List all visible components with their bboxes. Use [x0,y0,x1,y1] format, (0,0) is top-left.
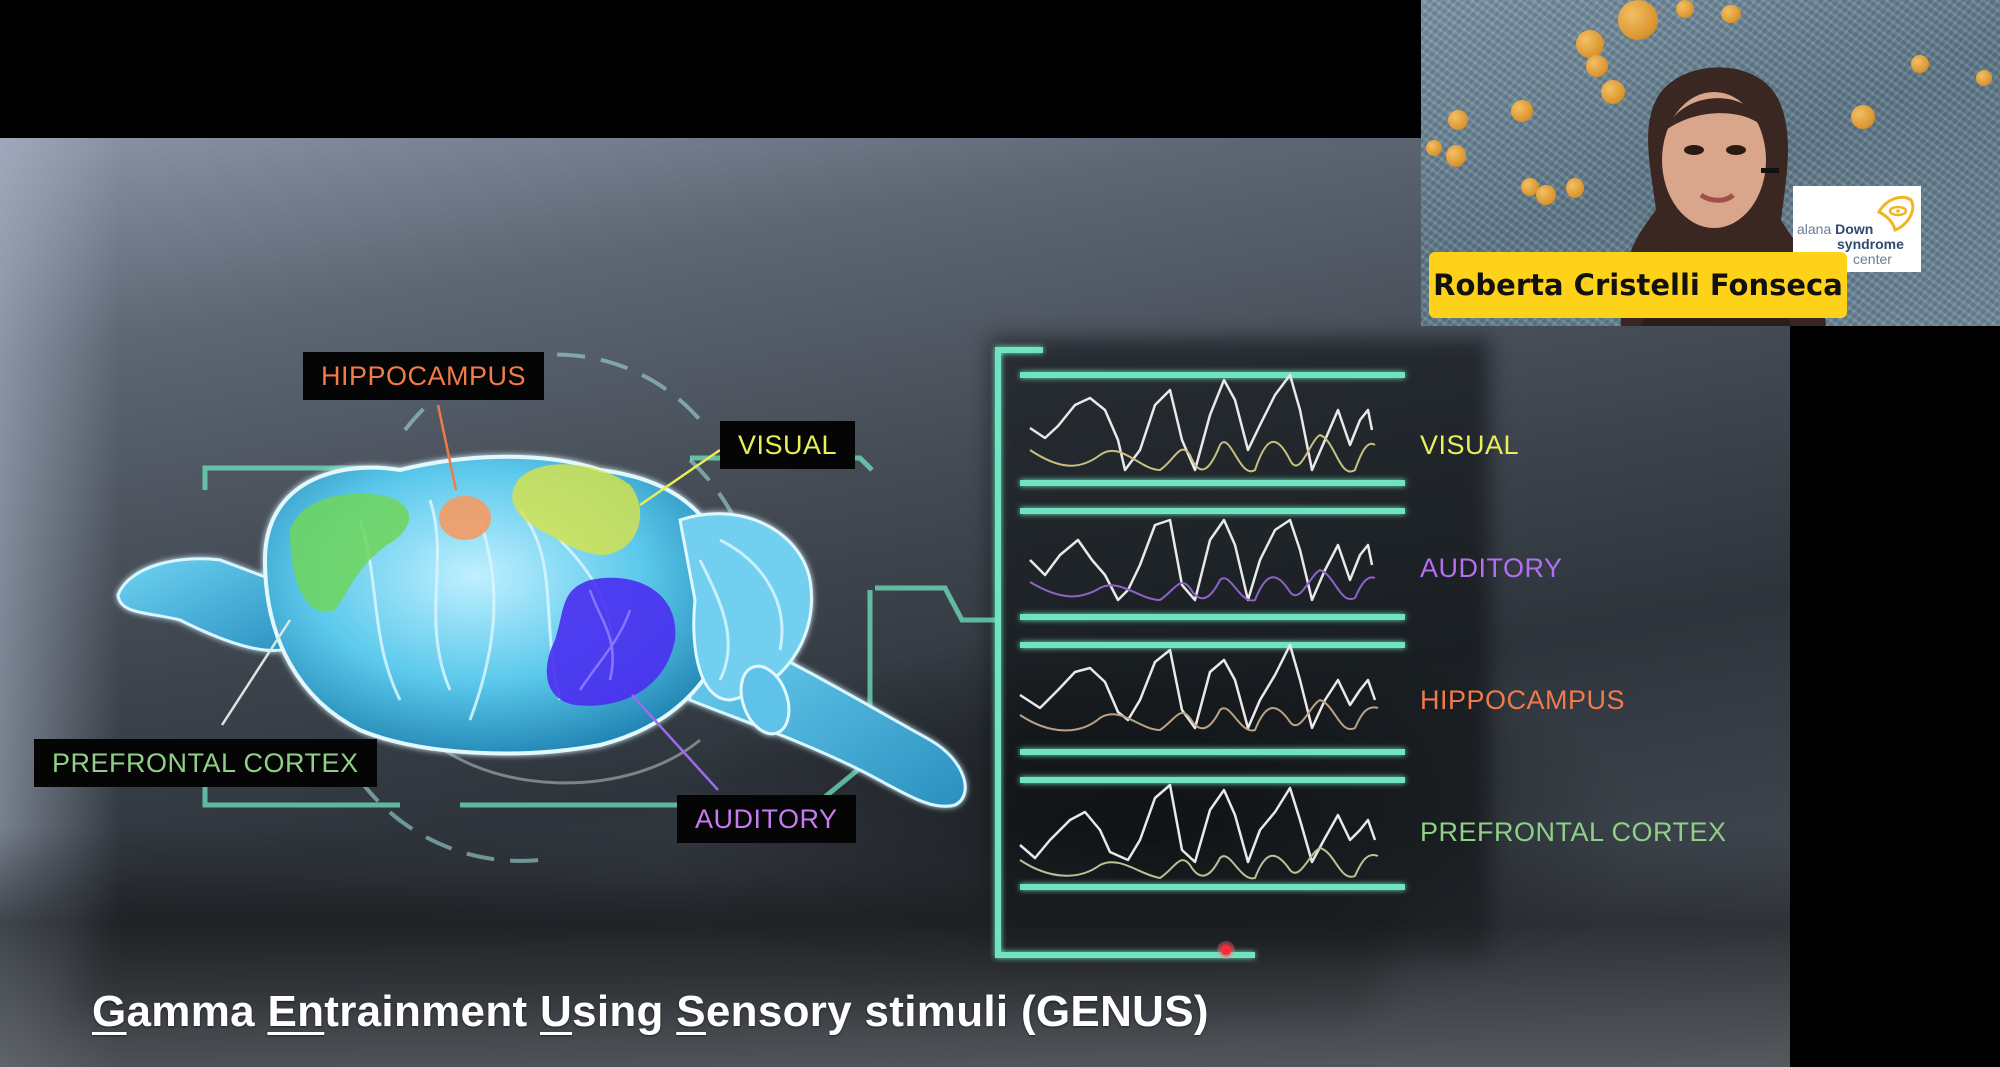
logo-alana: alana [1797,221,1832,237]
label-prefrontal-text: PREFRONTAL CORTEX [52,747,359,778]
background-shade-bottom [0,827,1790,1067]
caption-underline-g: G [92,987,127,1036]
caption-underline-s: S [676,987,706,1036]
waveform-visual [1029,373,1376,473]
wave-label-visual: VISUAL [1420,430,1520,460]
logo-center: center [1853,251,1892,267]
background-blob [1511,100,1533,122]
caption-text-1: amma [126,987,268,1036]
wave-label-hippocampus: HIPPOCAMPUS [1420,685,1626,715]
background-blob [1521,178,1539,196]
background-blob [1576,30,1604,58]
region-prefrontal [290,493,410,612]
waveform-auditory [1029,518,1376,602]
slide-caption: Gamma Entrainment Using Sensory stimuli … [92,987,1209,1037]
speaker-name-badge: Roberta Cristelli Fonseca [1429,252,1847,318]
speaker-video-tile[interactable]: alana Down syndrome center Roberta Crist… [1421,0,2000,326]
label-auditory-text: AUDITORY [695,803,838,834]
background-blob [1618,0,1658,40]
caption-text-2: trainment [324,987,540,1036]
label-hippocampus: HIPPOCAMPUS [303,352,545,400]
background-blob [1536,185,1556,205]
label-prefrontal-cortex: PREFRONTAL CORTEX [34,739,377,787]
region-visual [512,464,641,555]
background-blob [1976,70,1992,86]
background-blob [1676,0,1694,18]
label-leader-lines [220,404,721,791]
background-blob [1851,105,1875,129]
background-blob [1446,145,1466,167]
wave-label-auditory: AUDITORY [1420,553,1563,583]
laser-pointer-icon [1217,941,1235,959]
background-blob [1911,55,1929,73]
caption-underline-en: En [267,987,325,1036]
label-visual: VISUAL [720,421,856,469]
waveform-prefrontal [1019,783,1379,880]
label-visual-text: VISUAL [738,429,838,460]
region-hippocampus [439,496,491,540]
waveform-hippocampus [1019,643,1379,732]
mouse-brain-illustration [116,454,967,808]
background-blob [1426,140,1442,156]
background-blob [1448,110,1468,130]
background-blob [1586,55,1608,77]
logo-syndrome: syndrome [1837,236,1904,252]
label-auditory: AUDITORY [677,795,856,843]
background-blob [1721,5,1741,23]
background-blob [1601,80,1625,104]
heart-eye-logo-icon [1876,195,1915,232]
background-blob [1566,178,1584,198]
label-hippocampus-text: HIPPOCAMPUS [321,360,527,391]
speaker-name: Roberta Cristelli Fonseca [1433,268,1843,302]
hud-bracket-right [995,347,1405,958]
wave-label-prefrontal: PREFRONTAL CORTEX [1420,817,1727,847]
caption-text-3: sing [572,987,677,1036]
logo-down: Down [1835,221,1874,237]
caption-text-4: ensory stimuli (GENUS) [705,987,1209,1036]
caption-underline-u: U [539,987,573,1036]
